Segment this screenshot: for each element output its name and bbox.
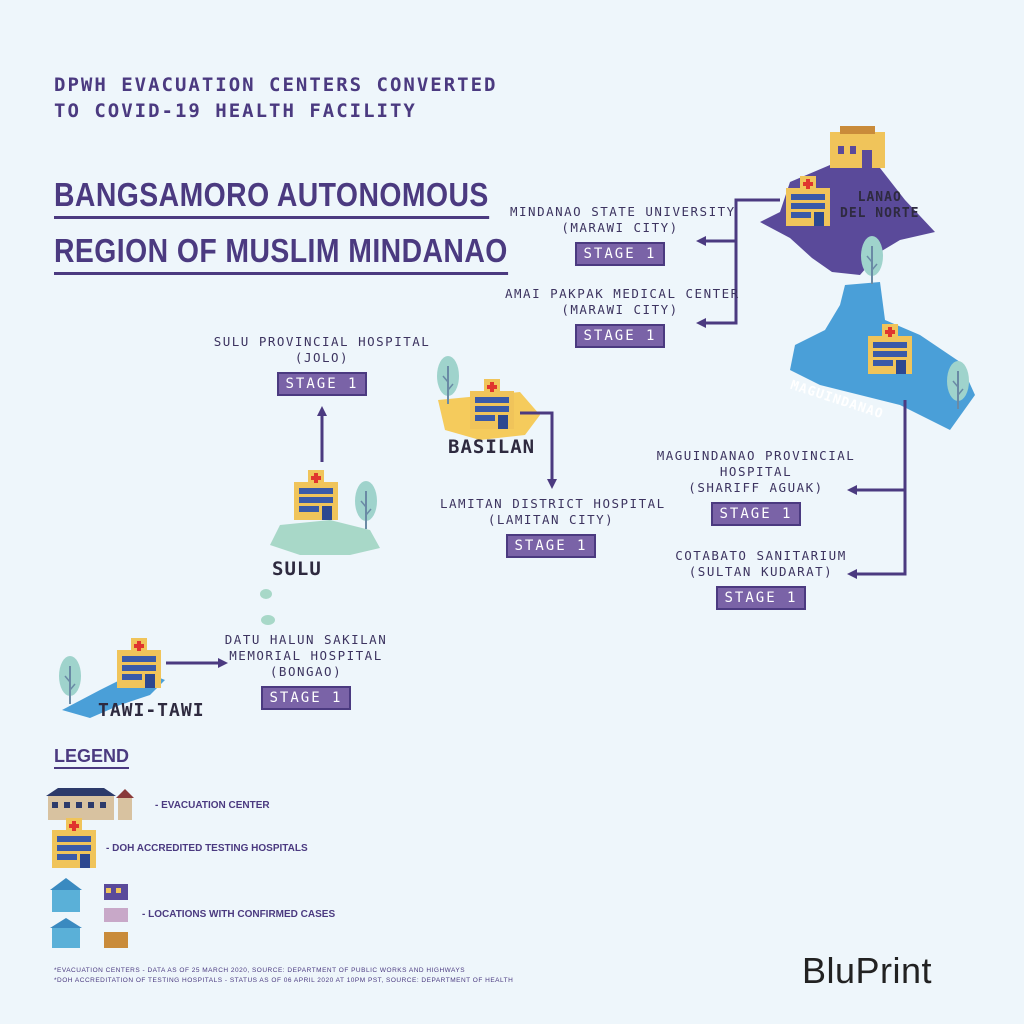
- hospital-cotabato-sanitarium: COTABATO SANITARIUM (SULTAN KUDARAT) STA…: [661, 548, 861, 610]
- hospital-msu-name: MINDANAO STATE UNIVERSITY: [510, 204, 736, 219]
- hospital-maguindanao-name-2: HOSPITAL: [719, 464, 793, 479]
- title-line-1: DPWH EVACUATION CENTERS CONVERTED: [54, 74, 498, 96]
- basilan-hospital-icon: [470, 379, 514, 429]
- bluprint-logo: BluPrint: [802, 950, 933, 991]
- page-title: DPWH EVACUATION CENTERS CONVERTED TO COV…: [54, 72, 498, 124]
- hospital-datu-name-1: DATU HALUN SAKILAN: [224, 632, 388, 647]
- hospital-cotabato-city: (SULTAN KUDARAT): [688, 564, 834, 579]
- province-label-tawi-tawi: TAWI-TAWI: [98, 700, 205, 721]
- hospital-amai-pakpak: AMAI PAKPAK MEDICAL CENTER (MARAWI CITY)…: [505, 286, 740, 348]
- province-label-lanao-line1: LANAO: [857, 190, 902, 205]
- stage-badge: STAGE 1: [711, 502, 801, 526]
- hospital-datu-halun-sakilan: DATU HALUN SAKILAN MEMORIAL HOSPITAL (BO…: [206, 632, 406, 710]
- doh-hospital-legend-icon: [52, 818, 96, 868]
- maguindanao-tree-icon: [860, 235, 884, 285]
- sulu-tree-icon: [354, 480, 378, 530]
- title-line-2: TO COVID-19 HEALTH FACILITY: [54, 100, 417, 122]
- hospital-msu-city: (MARAWI CITY): [561, 220, 679, 235]
- sulu-islet-2: [261, 615, 275, 625]
- hospital-lamitan-name: LAMITAN DISTRICT HOSPITAL: [440, 496, 666, 511]
- hospital-cotabato-name: COTABATO SANITARIUM: [675, 548, 847, 563]
- hospital-sulu-provincial: SULU PROVINCIAL HOSPITAL (JOLO) STAGE 1: [212, 334, 432, 396]
- tawi-tawi-tree-icon: [58, 655, 82, 705]
- footnote-doh: *DOH ACCREDITATION OF TESTING HOSPITALS …: [54, 977, 514, 984]
- hospital-amai-name: AMAI PAKPAK MEDICAL CENTER: [505, 286, 740, 301]
- sulu-islet-1: [260, 589, 272, 599]
- hospital-amai-city: (MARAWI CITY): [561, 302, 679, 317]
- stage-badge: STAGE 1: [716, 586, 806, 610]
- stage-badge: STAGE 1: [506, 534, 596, 558]
- stage-badge: STAGE 1: [261, 686, 351, 710]
- hospital-maguindanao-city: (SHARIFF AGUAK): [688, 480, 824, 495]
- legend-doh-hospitals: - DOH ACCREDITED TESTING HOSPITALS: [106, 843, 308, 854]
- region-title-line-2: REGION OF MUSLIM MINDANAO: [54, 232, 508, 275]
- hospital-msu: MINDANAO STATE UNIVERSITY (MARAWI CITY) …: [510, 204, 736, 266]
- confirmed-cases-icons: [50, 878, 128, 948]
- footnote-evacuation: *EVACUATION CENTERS - DATA AS OF 25 MARC…: [54, 967, 466, 974]
- hospital-maguindanao-name-1: MAGUINDANAO PROVINCIAL: [656, 448, 856, 463]
- hospital-lamitan: LAMITAN DISTRICT HOSPITAL (LAMITAN CITY)…: [440, 496, 666, 558]
- tawi-tawi-hospital-icon: [117, 638, 161, 688]
- legend-title: LEGEND: [54, 745, 130, 769]
- sulu-hospital-icon: [294, 470, 338, 520]
- basilan-tree-icon: [436, 355, 460, 405]
- legend-evacuation-center: - EVACUATION CENTER: [155, 800, 270, 811]
- province-label-basilan: BASILAN: [448, 436, 536, 458]
- sulu-shape: [270, 520, 380, 555]
- legend-confirmed-cases: - LOCATIONS WITH CONFIRMED CASES: [142, 909, 336, 920]
- stage-badge: STAGE 1: [575, 242, 665, 266]
- province-label-sulu: SULU: [272, 558, 322, 580]
- hospital-sulu-city: (JOLO): [294, 350, 350, 365]
- hospital-datu-city: (BONGAO): [269, 664, 343, 679]
- stage-badge: STAGE 1: [277, 372, 367, 396]
- evacuation-center-icon: [46, 788, 134, 820]
- province-label-lanao: LANAO DEL NORTE: [840, 190, 919, 222]
- region-title-line-1: BANGSAMORO AUTONOMOUS: [54, 176, 489, 219]
- hospital-lamitan-city: (LAMITAN CITY): [487, 512, 615, 527]
- province-label-lanao-line2: DEL NORTE: [840, 206, 920, 221]
- hospital-maguindanao-provincial: MAGUINDANAO PROVINCIAL HOSPITAL (SHARIFF…: [656, 448, 856, 526]
- connector-arrows: [166, 198, 907, 668]
- stage-badge: STAGE 1: [575, 324, 665, 348]
- hospital-datu-name-2: MEMORIAL HOSPITAL: [229, 648, 383, 663]
- hospital-sulu-name: SULU PROVINCIAL HOSPITAL: [213, 334, 431, 349]
